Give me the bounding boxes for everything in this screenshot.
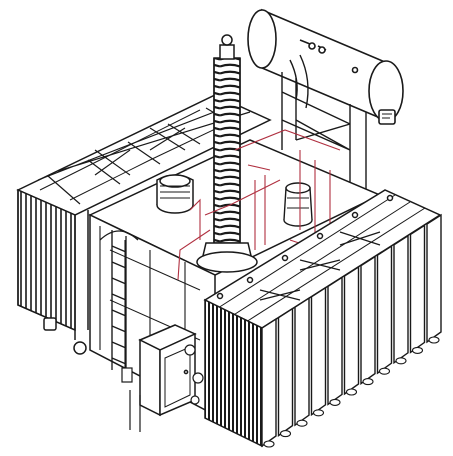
- panel-foot: [312, 409, 325, 417]
- panel-foot: [329, 398, 341, 406]
- panel-foot: [411, 346, 424, 354]
- control-cabinet: [138, 324, 197, 417]
- radiator-panel: [393, 234, 409, 365]
- rating-plate-icon: [378, 109, 396, 125]
- base-fittings: [121, 344, 204, 432]
- hv-bushing: [196, 34, 258, 273]
- panel-foot: [345, 388, 358, 396]
- conservator-tank: [247, 8, 404, 125]
- radiator-panel: [327, 276, 343, 406]
- panel-foot: [395, 357, 407, 365]
- panel-foot: [362, 378, 374, 386]
- panel-foot: [263, 440, 275, 448]
- radiator-panels: [261, 213, 442, 448]
- radiator-panel: [310, 286, 327, 417]
- panel-foot: [279, 430, 292, 438]
- radiator-panel: [343, 265, 360, 396]
- panel-foot: [428, 336, 440, 344]
- conservator-supports: [281, 54, 367, 200]
- radiator-panel: [294, 296, 310, 427]
- radiator-panel: [409, 224, 426, 354]
- panel-foot: [378, 367, 391, 375]
- panel-foot: [296, 419, 308, 427]
- radiator-panel: [360, 255, 376, 385]
- lv-bushing: [156, 174, 194, 214]
- radiator-panel: [376, 244, 393, 375]
- radiator-panel: [261, 317, 277, 448]
- tank-ladder: [99, 230, 139, 378]
- radiator-panel: [426, 213, 442, 344]
- radiator-panel: [277, 307, 294, 437]
- left-radiator-bank: [16, 94, 272, 355]
- neutral-bushing: [283, 182, 313, 227]
